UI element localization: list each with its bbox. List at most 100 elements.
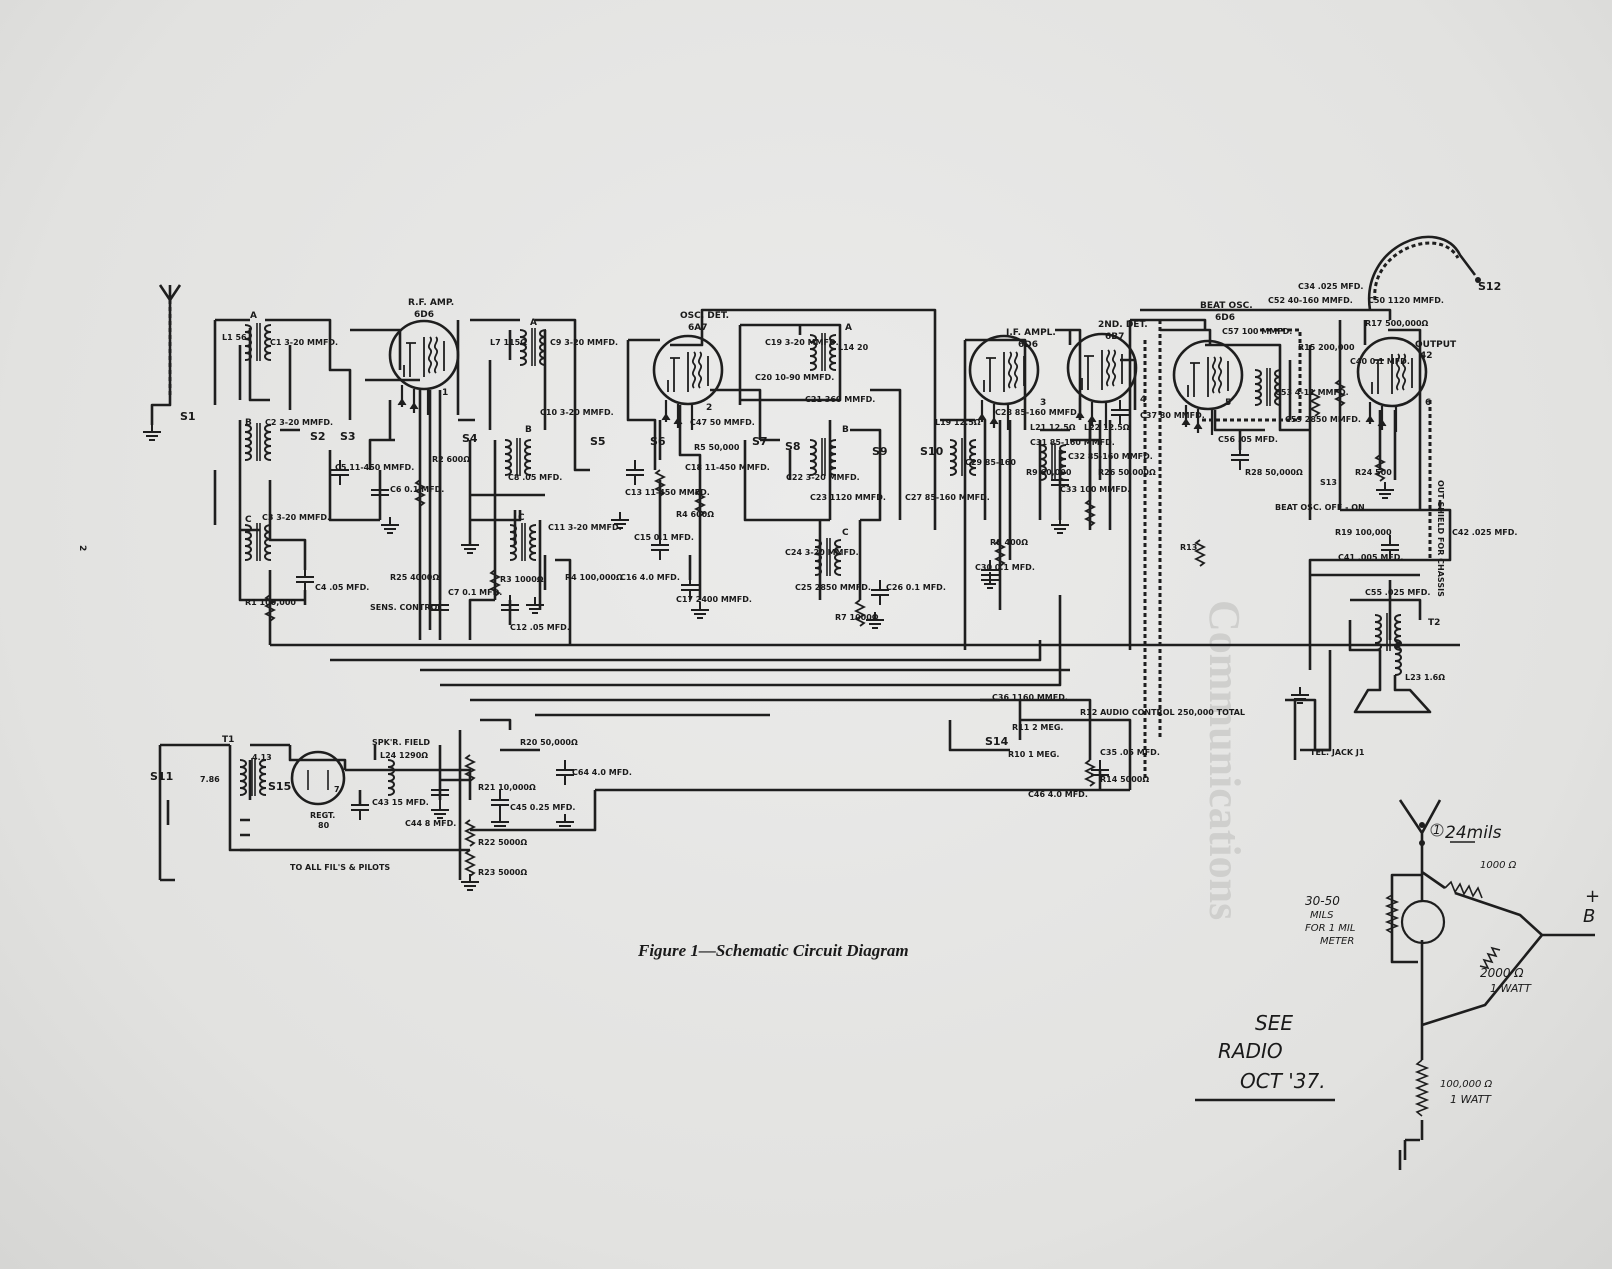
component-label: 7.86 xyxy=(200,775,220,784)
component-label: C17 2400 MMFD. xyxy=(676,595,752,604)
component-label: R10 1 MEG. xyxy=(1008,750,1059,759)
switch-label: S14 xyxy=(985,735,1009,748)
component-label: L1 56 xyxy=(222,333,247,342)
switch-label: S13 xyxy=(1320,478,1337,487)
figure-caption: Figure 1—Schematic Circuit Diagram xyxy=(637,941,909,960)
component-label: 4.13 xyxy=(252,753,272,762)
component-label: C29 85-160 xyxy=(965,458,1016,467)
shunt-note: MILS xyxy=(1310,910,1334,921)
component-label: C2 3-20 MMFD. xyxy=(265,418,333,427)
component-label: R7 1000Ω xyxy=(835,613,879,622)
component-label: C28 85-160 MMFD. xyxy=(995,408,1080,417)
component-label: C19 3-20 MMFD. xyxy=(765,338,839,347)
switch-label: S15 xyxy=(268,780,291,793)
coil-section-labels: ABC ABC ABC xyxy=(245,311,852,538)
component-label: R23 5000Ω xyxy=(478,868,527,877)
resistor-3-note: 100,000 Ω xyxy=(1440,1079,1493,1090)
component-label: R4 600Ω xyxy=(676,510,714,519)
component-label: R1 100,000 xyxy=(245,598,296,607)
component-label: R14 5000Ω xyxy=(1100,775,1149,784)
component-label: T2 xyxy=(1428,618,1440,628)
component-label: L14 20 xyxy=(838,343,869,352)
component-label: R9 60,000 xyxy=(1026,468,1072,477)
component-label: C31 85-160 MMFD. xyxy=(1030,438,1115,447)
component-label: R13 xyxy=(1180,543,1197,552)
component-label: C47 50 MMFD. xyxy=(690,418,755,427)
current-note: 24mils xyxy=(1445,823,1502,843)
tube-number-label: 6 xyxy=(1425,398,1431,408)
component-label: C23 1120 MMFD. xyxy=(810,493,886,502)
tube-function-label: OUTPUT xyxy=(1415,340,1457,350)
component-label: L7 115Ω xyxy=(490,338,527,347)
component-label: C50 1120 MMFD. xyxy=(1368,296,1444,305)
component-label: C34 .025 MFD. xyxy=(1298,282,1363,291)
component-label: R4 100,000Ω xyxy=(565,573,623,582)
coil-section-label: B xyxy=(245,418,252,428)
coil-section-label: B xyxy=(525,425,532,435)
component-label: C27 85-160 MMFD. xyxy=(905,493,990,502)
component-label: L23 1.6Ω xyxy=(1405,673,1445,682)
tube-function-label: R.F. AMP. xyxy=(408,298,454,308)
switch-label: S12 xyxy=(1478,280,1501,293)
b-label: B xyxy=(1583,906,1595,927)
component-label: R19 100,000 xyxy=(1335,528,1392,537)
antenna-icon xyxy=(150,284,182,425)
tube-number-label: 7 xyxy=(334,785,340,794)
component-label: C46 4.0 MFD. xyxy=(1028,790,1088,799)
component-label: OUT SHIELD FOR CHASSIS xyxy=(1436,480,1445,597)
component-label: L19 12.5Ω xyxy=(935,418,981,427)
tube-number-label: 2 xyxy=(706,403,712,413)
switch-label: S1 xyxy=(180,410,196,423)
tube-type-label: 6D6 xyxy=(1018,340,1038,350)
component-label: C12 .05 MFD. xyxy=(510,623,570,632)
component-label: R25 4000Ω xyxy=(390,573,439,582)
coil-section-label: C xyxy=(245,515,252,525)
component-label: L21 12.5Ω xyxy=(1030,423,1076,432)
tube-type-label: 6D6 xyxy=(1215,313,1235,323)
component-label: C22 3-20 MMFD. xyxy=(786,473,860,482)
coil-section-label: A xyxy=(845,323,852,333)
switch-label: S6 xyxy=(650,435,666,448)
component-label: C10 3-20 MMFD. xyxy=(540,408,614,417)
component-label: R17 500,000Ω xyxy=(1365,319,1429,328)
component-label: C64 4.0 MFD. xyxy=(572,768,632,777)
vacuum-tube-icon xyxy=(652,334,724,432)
switch-label: S2 xyxy=(310,430,326,443)
meter-icon xyxy=(1400,899,1446,945)
component-label: R21 10,000Ω xyxy=(478,783,536,792)
component-label: R20 50,000Ω xyxy=(520,738,578,747)
tube-function-label: BEAT OSC. xyxy=(1200,301,1253,311)
component-label: C5 11-450 MMFD. xyxy=(335,463,414,472)
resistor-3-note: 1 WATT xyxy=(1450,1093,1492,1106)
component-label: R2 600Ω xyxy=(432,455,470,464)
component-label: C11 3-20 MMFD. xyxy=(548,523,622,532)
switch-label: S7 xyxy=(752,435,768,448)
tube-6 xyxy=(1356,336,1428,434)
component-label: C9 3-20 MMFD. xyxy=(550,338,618,347)
coil-section-label: A xyxy=(530,318,537,328)
component-label: C30 0.1 MFD. xyxy=(975,563,1035,572)
switch-label: S11 xyxy=(150,770,173,783)
tube-type-label: 42 xyxy=(1420,351,1433,361)
component-label: R5 50,000 xyxy=(694,443,740,452)
component-label: C4 .05 MFD. xyxy=(315,583,369,592)
component-label: C13 11-450 MMFD. xyxy=(625,488,710,497)
tube-number-label: 1 xyxy=(442,388,448,398)
component-label: SPK'R. FIELD xyxy=(372,738,430,747)
component-label: R15 200,000 xyxy=(1298,343,1355,352)
resistor-1-note: 1000 Ω xyxy=(1480,860,1517,871)
component-label: R12 AUDIO CONTROL 250,000 TOTAL xyxy=(1080,708,1245,717)
switch-label: S5 xyxy=(590,435,606,448)
component-label: C44 8 MFD. xyxy=(405,819,456,828)
coil-section-label: C xyxy=(842,528,849,538)
component-label: C25 2850 MMFD. xyxy=(795,583,871,592)
reference-note: OCT '37. xyxy=(1240,1069,1326,1093)
component-label: C35 .05 MFD. xyxy=(1100,748,1160,757)
component-label: R8 400Ω xyxy=(990,538,1028,547)
tube-type-label: 6B7 xyxy=(1105,332,1124,342)
component-label: R11 2 MEG. xyxy=(1012,723,1063,732)
bleed-through-text: Communications xyxy=(1200,600,1249,920)
component-label: SENS. CONTROL xyxy=(370,603,442,612)
component-label: C24 3-20 MMFD. xyxy=(785,548,859,557)
switch-label: S4 xyxy=(462,432,478,445)
